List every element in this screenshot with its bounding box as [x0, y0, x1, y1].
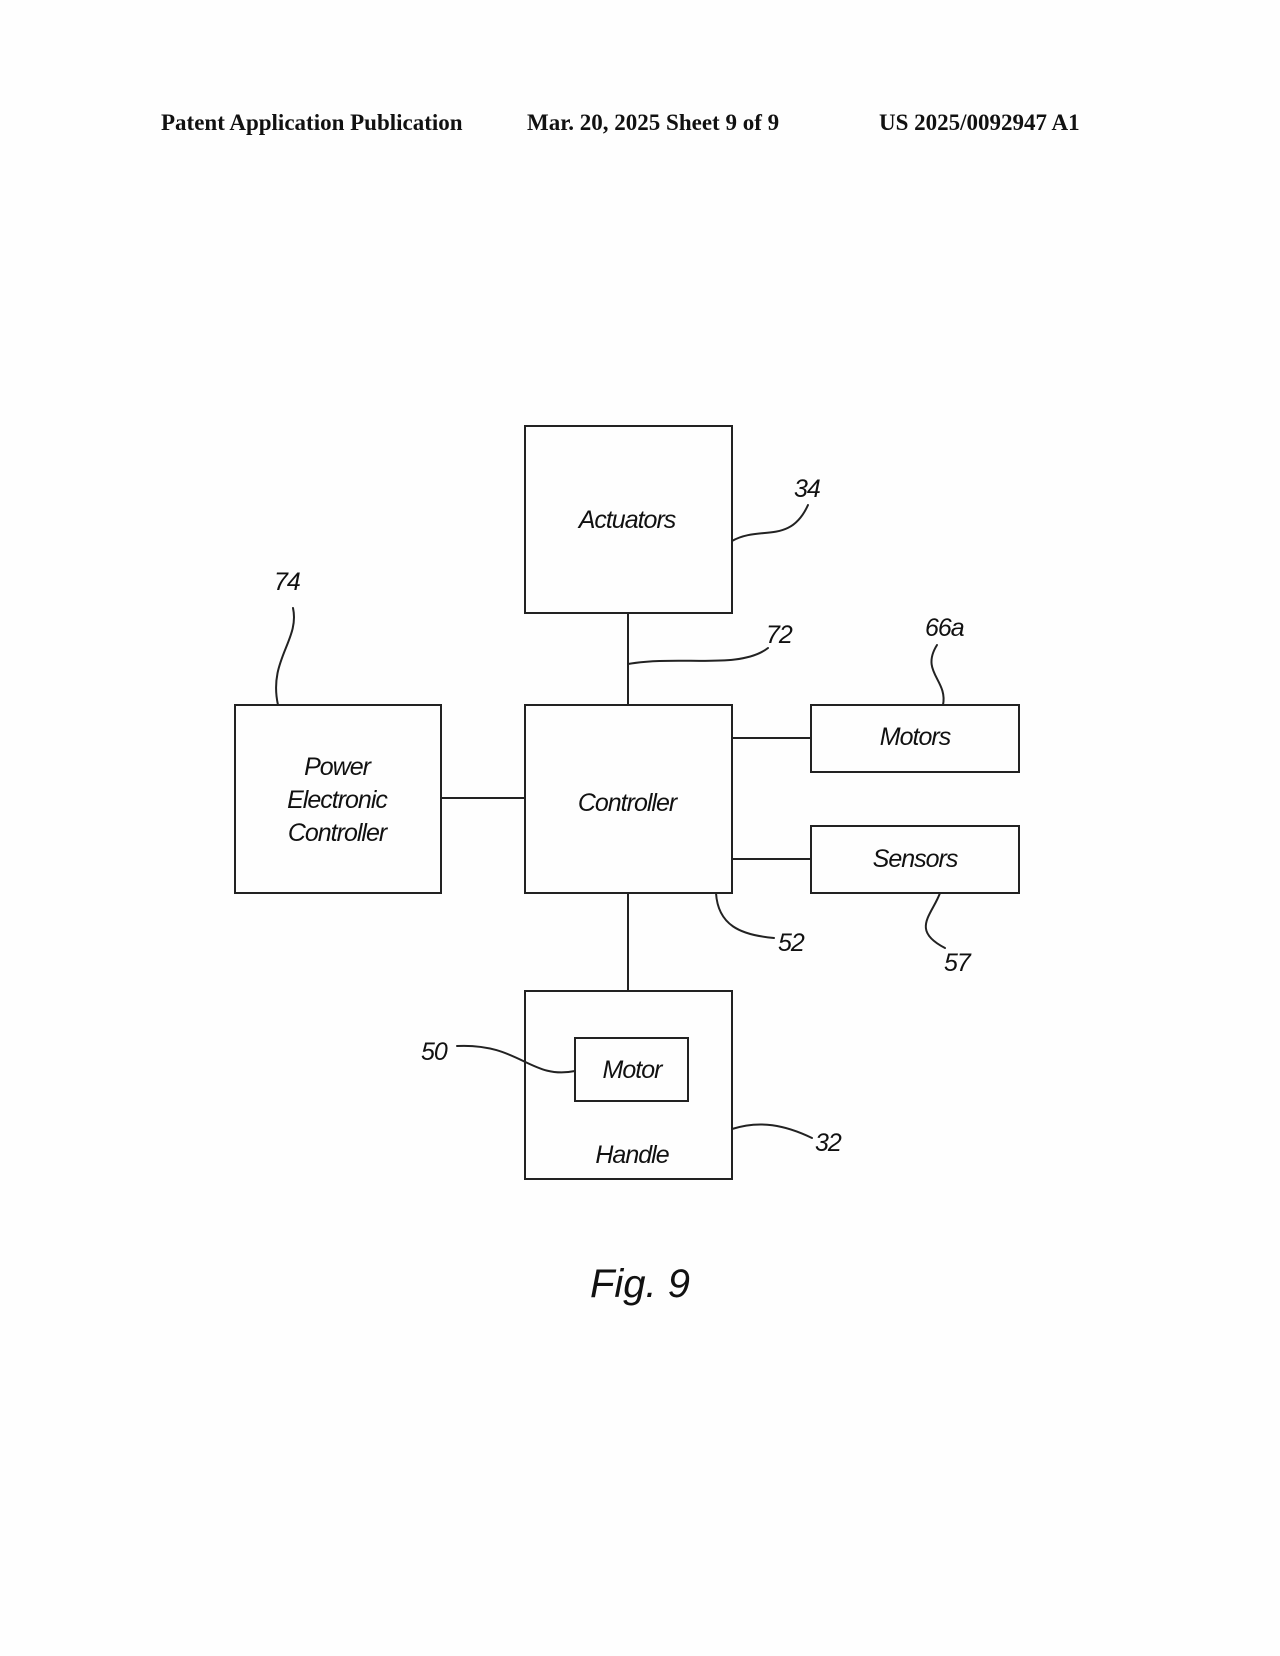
power-label-line2: Electronic	[287, 786, 388, 814]
leader-34	[731, 504, 809, 542]
header-publication-number: US 2025/0092947 A1	[879, 110, 1080, 135]
ref-50: 50	[421, 1038, 448, 1066]
header-publication-type: Patent Application Publication	[161, 110, 463, 135]
power-label-line1: Power	[304, 753, 373, 781]
motor-box	[574, 1037, 689, 1102]
leader-66a	[930, 644, 945, 706]
actuators-label: Actuators	[577, 506, 676, 534]
leader-52	[715, 892, 775, 939]
sensors-label: Sensors	[873, 845, 958, 873]
ref-34: 34	[794, 475, 820, 503]
motors-label: Motors	[880, 723, 951, 751]
ref-66a: 66a	[925, 614, 965, 642]
power-label-line3: Controller	[288, 819, 389, 847]
header-date-sheet: Mar. 20, 2025 Sheet 9 of 9	[527, 110, 780, 135]
ref-52: 52	[778, 929, 805, 957]
figure-label: Fig. 9	[590, 1262, 690, 1306]
ref-72: 72	[766, 621, 793, 649]
motor-label: Motor	[603, 1056, 665, 1084]
leader-74	[275, 607, 296, 706]
leader-57	[924, 892, 946, 949]
leader-32	[731, 1123, 813, 1139]
ref-32: 32	[815, 1129, 842, 1157]
ref-57: 57	[944, 949, 972, 977]
leader-50	[456, 1044, 576, 1074]
leader-72	[627, 647, 769, 665]
ref-74: 74	[274, 568, 300, 596]
handle-label: Handle	[595, 1141, 668, 1169]
controller-label: Controller	[578, 789, 679, 817]
